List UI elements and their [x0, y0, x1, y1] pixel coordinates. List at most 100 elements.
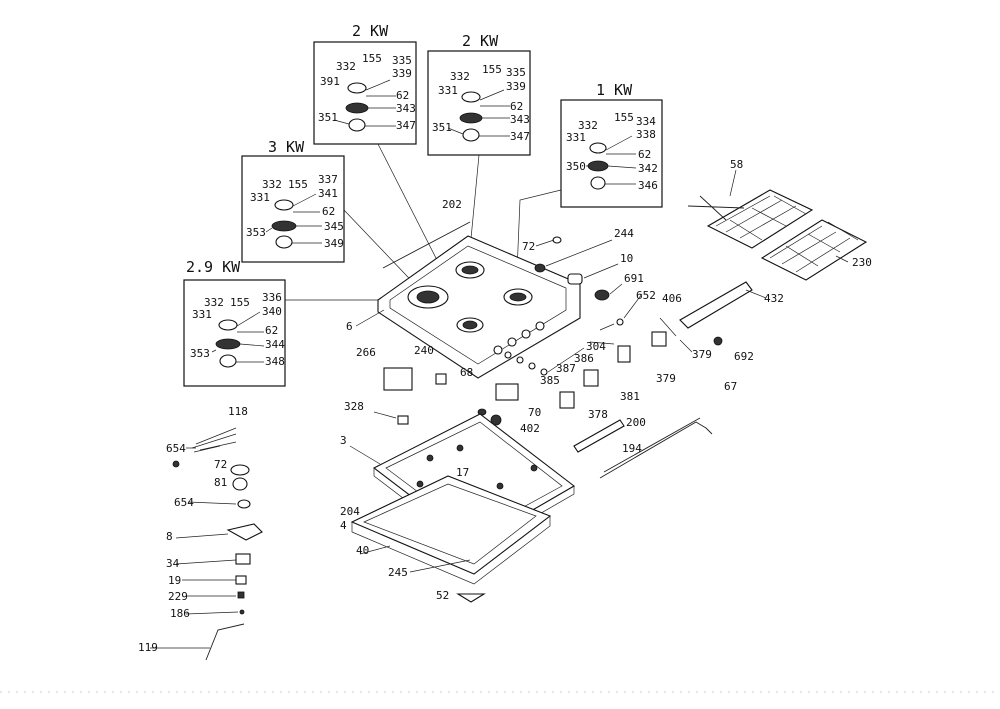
part-654b-shape	[237, 499, 251, 509]
part-label: 68	[460, 366, 473, 379]
part-402-shape	[490, 414, 502, 426]
part-label: 17	[456, 466, 469, 479]
part-label: 70	[528, 406, 541, 419]
part-label: 230	[852, 256, 872, 269]
part-label: 194	[622, 442, 642, 455]
control-components	[383, 236, 753, 479]
part-label: 4	[340, 519, 347, 532]
detail-box-frame	[183, 279, 286, 387]
part-label: 351	[432, 121, 452, 134]
burner-cap	[589, 142, 607, 154]
part-label: 344	[265, 338, 285, 351]
part-label: 204	[340, 505, 360, 518]
part-label: 155	[614, 111, 634, 124]
part-label: 34	[166, 557, 180, 570]
burner-crown	[345, 102, 369, 114]
part-label: 119	[138, 641, 158, 654]
part-label: 343	[396, 102, 416, 115]
cooktop-hob	[377, 221, 581, 379]
part-label: 402	[520, 422, 540, 435]
left-part-labels: 118 654 72 81 654 8 34 19 229 186 119	[138, 405, 248, 654]
rating-label: 2 KW	[462, 32, 499, 50]
burner-cap	[218, 319, 238, 331]
part-70-shape	[495, 383, 519, 401]
part-label: 62	[510, 100, 523, 113]
part-label: 8	[166, 530, 173, 543]
part-label: 200	[626, 416, 646, 429]
burner-detail-29kw: 2.9 KW 332 331 155 336 340 62 353 344 34…	[183, 258, 286, 387]
part-label: 62	[322, 205, 335, 218]
part-label: 379	[656, 372, 676, 385]
part-label: 3	[340, 434, 347, 447]
part-label: 332	[578, 119, 598, 132]
part-label: 391	[320, 75, 340, 88]
part-52-shape	[456, 593, 486, 603]
wire-bundle	[191, 427, 237, 453]
part-label: 692	[734, 350, 754, 363]
part-label: 349	[324, 237, 344, 250]
part-label: 338	[636, 128, 656, 141]
part-label: 406	[662, 292, 682, 305]
hob-burner-right-ring	[509, 292, 527, 302]
part-label: 58	[730, 158, 743, 171]
part-label: 381	[620, 390, 640, 403]
part-label: 6	[346, 320, 353, 333]
part-229-shape	[237, 591, 245, 599]
rating-label: 3 KW	[268, 138, 305, 156]
part-label: 72	[214, 458, 227, 471]
part-label: 155	[482, 63, 502, 76]
burner-cap	[347, 82, 367, 94]
part-label: 691	[624, 272, 644, 285]
part-label: 155	[230, 296, 250, 309]
hob-knob-holes	[493, 321, 545, 355]
part-label: 342	[638, 162, 658, 175]
hob-body	[350, 413, 575, 603]
part-692-shape	[713, 336, 723, 346]
part-label: 331	[192, 308, 212, 321]
part-8-shape	[226, 523, 263, 541]
part-label: 378	[588, 408, 608, 421]
part-label: 348	[265, 355, 285, 368]
part-label: 328	[344, 400, 364, 413]
part-label: 335	[506, 66, 526, 79]
part-label: 331	[438, 84, 458, 97]
burner-detail-rear-right: 2 KW 332 331 155 335 339 62 343 351 347	[427, 32, 531, 156]
burner-cap	[461, 91, 481, 103]
part-label: 62	[638, 148, 651, 161]
part-label: 337	[318, 173, 338, 186]
part-label: 379	[692, 348, 712, 361]
part-654a-shape	[172, 460, 180, 468]
burner-detail-rear-left: 2 KW 332 391 155 335 339 62 343 351 347	[313, 22, 417, 145]
part-label: 186	[170, 607, 190, 620]
burner-detail-small: 1 KW 332 331 155 334 338 62 350 342 346	[560, 81, 663, 208]
part-label: 351	[318, 111, 338, 124]
part-label: 353	[190, 347, 210, 360]
part-label: 341	[318, 187, 338, 200]
part-72b-shape	[230, 464, 250, 476]
part-label: 654	[174, 496, 194, 509]
part-406-shape	[616, 318, 624, 326]
rating-label: 2.9 KW	[186, 258, 241, 276]
burner-cup	[275, 235, 293, 249]
part-label: 387	[556, 362, 576, 375]
part-691-shape	[594, 289, 610, 301]
burner-detail-3kw: 3 KW 332 331 155 337 341 62 353 345 349	[241, 138, 345, 263]
part-label: 40	[356, 544, 369, 557]
part-381-shape	[583, 369, 599, 387]
part-379-shape-a	[651, 331, 667, 347]
part-67-shape	[599, 421, 713, 479]
left-column-parts	[150, 427, 263, 661]
part-label: 339	[506, 80, 526, 93]
part-label: 339	[392, 67, 412, 80]
detail-box-frame	[313, 41, 417, 145]
part-label: 10	[620, 252, 633, 265]
hob-burner-front-ring	[462, 320, 478, 330]
rating-label: 1 KW	[596, 81, 633, 99]
part-label: 347	[396, 119, 416, 132]
part-label: 346	[638, 179, 658, 192]
part-label: 332	[450, 70, 470, 83]
part-label: 266	[356, 346, 376, 359]
knob-shape	[567, 273, 583, 285]
part-266-shape	[383, 367, 413, 391]
